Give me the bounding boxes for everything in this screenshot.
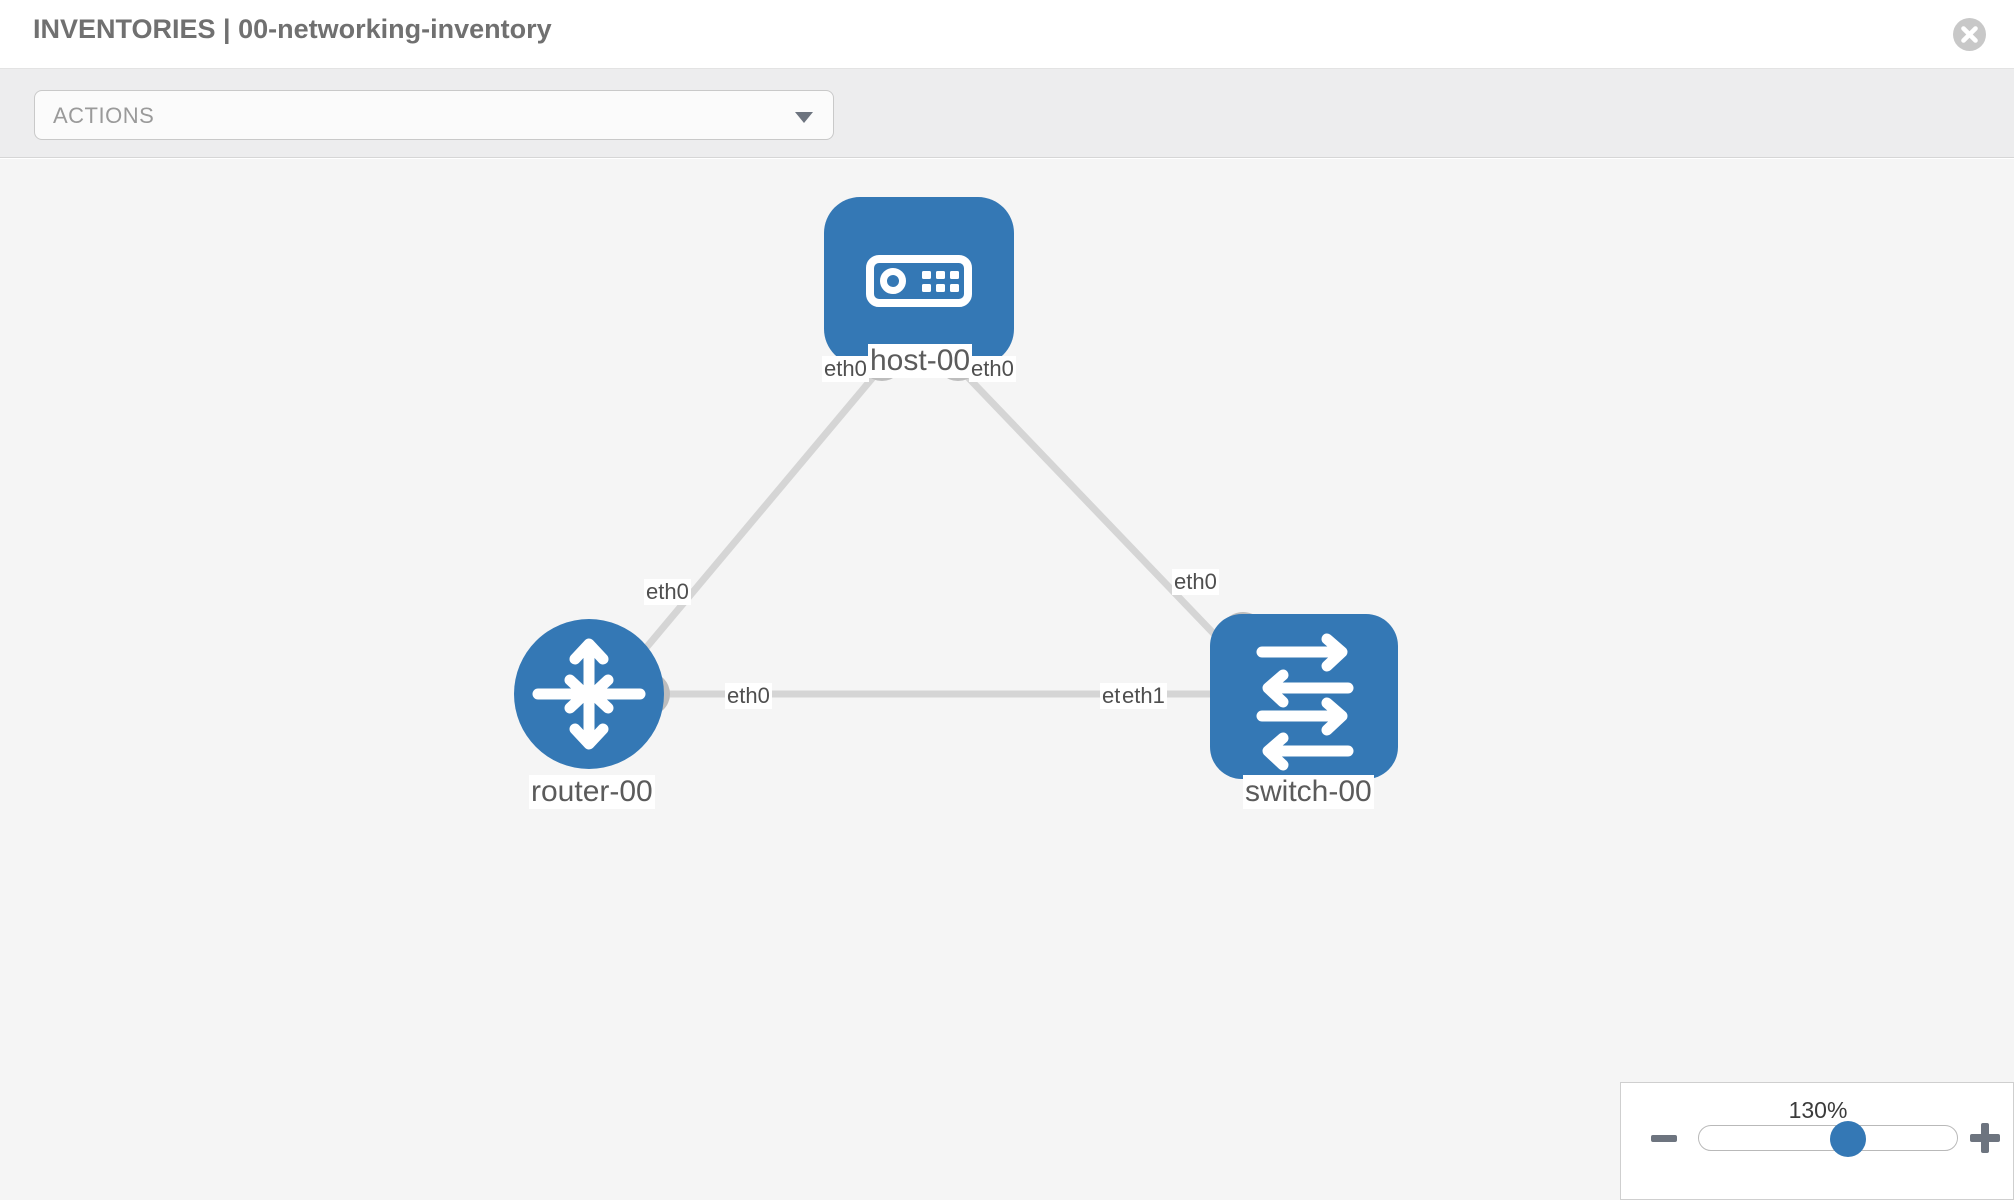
plus-icon[interactable] [1970,1123,2000,1153]
close-icon[interactable] [1953,18,1986,51]
node-host-00 [824,197,1014,365]
switch-arrows-icon [1256,633,1354,771]
router-arrows-icon [532,638,646,750]
zoom-slider-thumb[interactable] [1830,1121,1866,1157]
topology-ports [626,337,1266,717]
edge-label-router-up: eth0 [644,579,691,605]
edge-label-switch-up: eth0 [1172,569,1219,595]
node-label-switch-00: switch-00 [1243,775,1374,809]
link-host-switch [957,366,1241,662]
zoom-control-panel: 130% [1620,1082,2014,1200]
edge-label-switch-left-b: eth1 [1120,683,1167,709]
node-label-host-00: host-00 [868,344,973,378]
link-host-router [627,366,883,670]
actions-dropdown-label: ACTIONS [53,103,155,128]
page-header: INVENTORIES | 00-networking-inventory [0,0,2014,69]
node-switch-00 [1210,614,1398,779]
topology-canvas[interactable]: host-00 eth0 eth0 eth0 eth0 eth0 eth eth… [0,159,2014,1200]
node-label-router-00: router-00 [529,775,655,809]
zoom-level-value: 130% [1788,1097,1848,1123]
edge-label-host-right: eth0 [969,356,1016,382]
minus-icon[interactable] [1651,1135,1677,1142]
server-icon [866,255,972,307]
toolbar: ACTIONS SEARCH [0,69,2014,209]
actions-dropdown[interactable]: ACTIONS [34,90,834,140]
zoom-slider[interactable] [1698,1121,1958,1157]
topology-graph [514,197,1398,779]
chevron-down-icon [795,112,813,123]
edge-label-router-right: eth0 [725,683,772,709]
topology-links [627,366,1241,698]
edge-label-host-left: eth0 [822,356,869,382]
page-title: INVENTORIES | 00-networking-inventory [33,14,552,44]
node-router-00 [514,619,664,769]
